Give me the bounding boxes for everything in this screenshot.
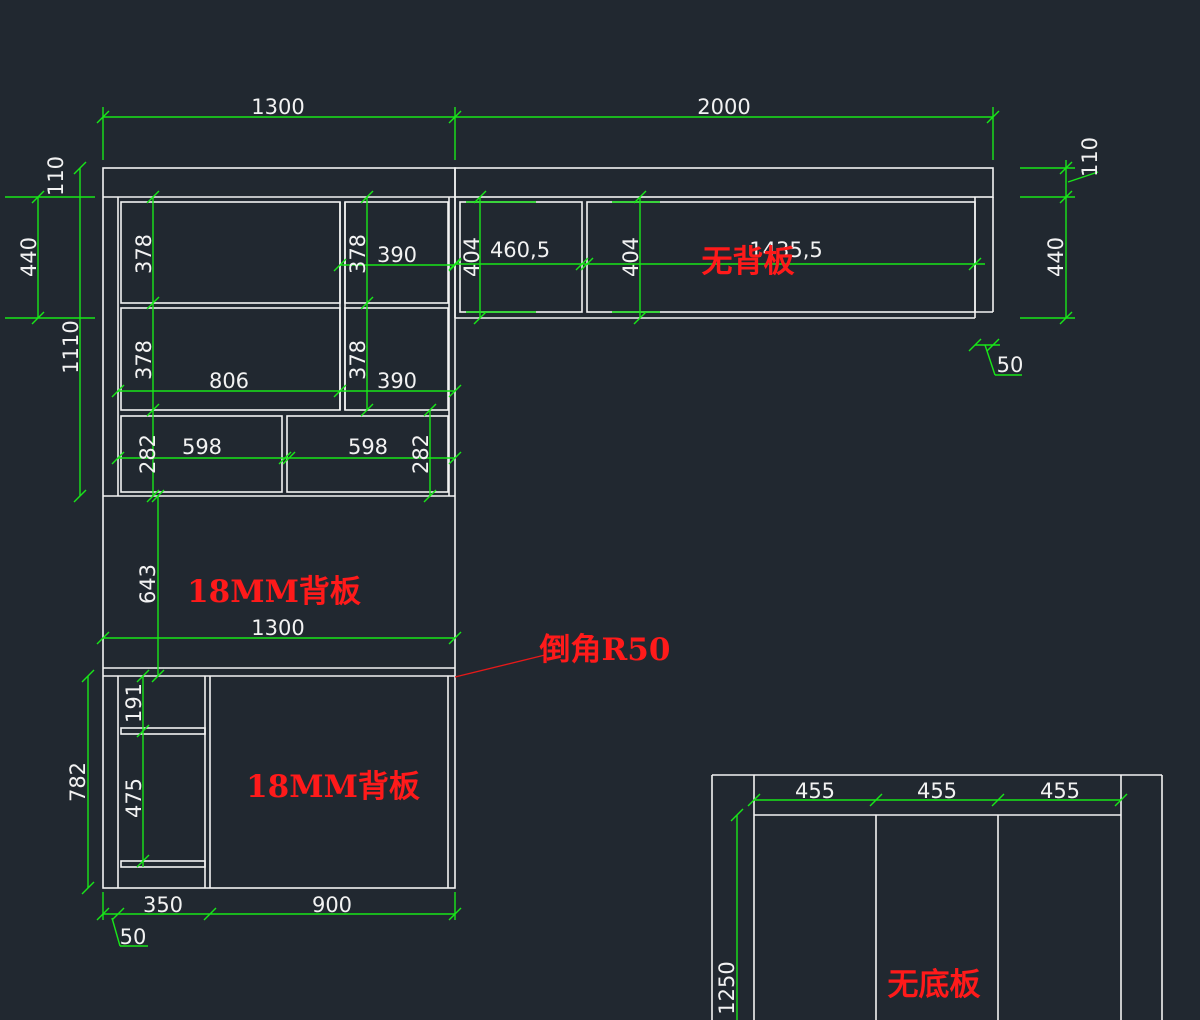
chamfer-leader-line: [454, 654, 546, 678]
dim-900: 900: [312, 893, 352, 917]
cabinet-outlines: [102, 167, 1163, 1020]
dim-right-50: 50: [997, 353, 1024, 377]
dim-right-110: 110: [1078, 137, 1102, 177]
dim-378-d: 378: [346, 340, 370, 380]
dim-643: 643: [136, 564, 160, 604]
note-no-bottom-panel: 无底板: [888, 967, 981, 1003]
dim-desk-1300: 1300: [251, 616, 304, 640]
dim-455-b: 455: [917, 779, 957, 803]
dim-404-b: 404: [619, 237, 643, 277]
note-no-back-panel: 无背板: [702, 244, 795, 280]
dim-455-a: 455: [795, 779, 835, 803]
dim-806: 806: [209, 369, 249, 393]
dim-598-a: 598: [182, 435, 222, 459]
dim-390-a: 390: [377, 243, 417, 267]
dim-right-440: 440: [1044, 237, 1068, 277]
dim-378-a: 378: [132, 234, 156, 274]
dim-455-c: 455: [1040, 779, 1080, 803]
note-back-panel-lower: 18MM背板: [246, 769, 420, 805]
dim-1435-5: 1435,5: [749, 238, 822, 262]
dim-lower-50: 50: [120, 925, 147, 949]
dim-282-a: 282: [136, 434, 160, 474]
dimension-lines: [5, 107, 1128, 1020]
dim-404-a: 404: [460, 237, 484, 277]
dim-350: 350: [143, 893, 183, 917]
dim-598-b: 598: [348, 435, 388, 459]
dim-top-1300: 1300: [251, 95, 304, 119]
dim-1250: 1250: [715, 961, 739, 1014]
dim-378-b: 378: [132, 340, 156, 380]
dim-191: 191: [122, 683, 146, 723]
dim-left-110: 110: [44, 156, 68, 196]
dim-460-5: 460,5: [490, 238, 550, 262]
note-chamfer: 倒角R50: [539, 632, 671, 668]
dim-390-b: 390: [377, 369, 417, 393]
note-back-panel-upper: 18MM背板: [187, 574, 361, 610]
dim-475: 475: [122, 778, 146, 818]
dim-left-1110: 1110: [59, 320, 83, 373]
dim-782: 782: [66, 762, 90, 802]
dimension-labels: 1300 2000 110 440 1110 378 378 378 378 3…: [17, 95, 1102, 1015]
dim-top-2000: 2000: [697, 95, 750, 119]
dim-282-b: 282: [409, 434, 433, 474]
annotations: 无背板 18MM背板 倒角R50 18MM背板 无底板: [187, 244, 980, 1003]
dim-378-c: 378: [346, 234, 370, 274]
dim-left-440: 440: [17, 237, 41, 277]
